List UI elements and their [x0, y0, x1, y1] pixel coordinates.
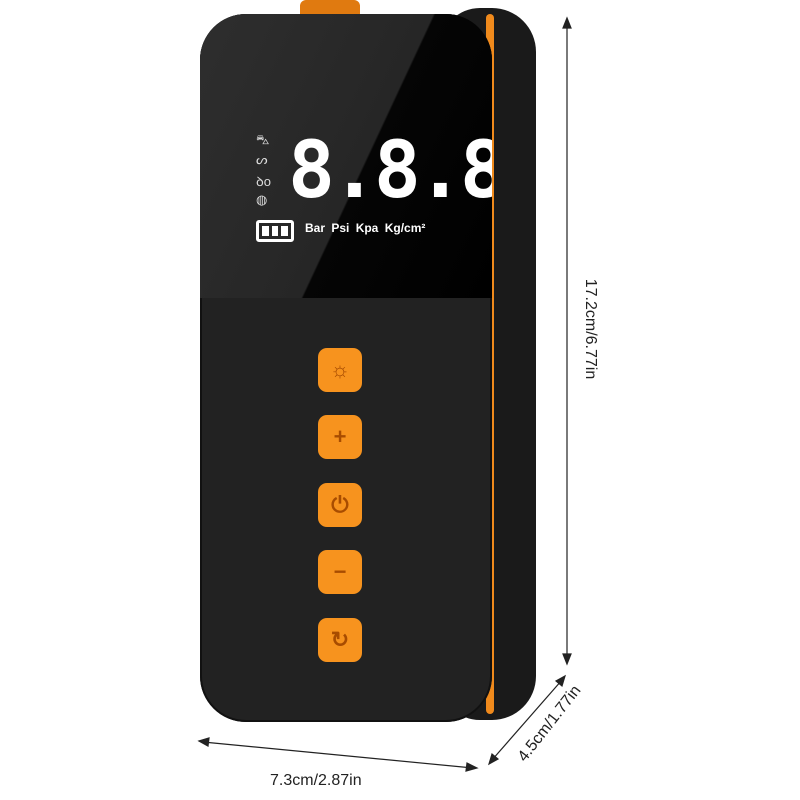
device-front: ⛍ ᔕ ꝺo ◍ 8.8.8 Bar Psi Kpa Kg/cm² ☼ + ⏻ …: [200, 14, 492, 722]
battery-icon: [256, 220, 294, 242]
lcd-screen: ⛍ ᔕ ꝺo ◍ 8.8.8 Bar Psi Kpa Kg/cm²: [200, 14, 492, 298]
plus-icon: +: [333, 424, 347, 449]
light-icon: ☼: [329, 357, 351, 382]
power-button[interactable]: ⏻: [318, 483, 362, 527]
cycle-icon: ↻: [330, 627, 350, 652]
minus-icon: −: [333, 559, 347, 584]
motorcycle-icon: ᔕ: [256, 152, 268, 167]
power-icon: ⏻: [331, 492, 349, 517]
unit-switch-button[interactable]: ↻: [318, 618, 362, 662]
depth-line: [491, 679, 563, 761]
unit-labels: Bar Psi Kpa Kg/cm²: [305, 221, 426, 235]
light-button[interactable]: ☼: [318, 348, 362, 392]
plus-button[interactable]: +: [318, 415, 362, 459]
height-label: 17.2cm/6.77in: [582, 278, 599, 380]
width-label: 7.3cm/2.87in: [270, 772, 362, 789]
top-port: [300, 0, 360, 14]
minus-button[interactable]: −: [318, 550, 362, 594]
car-icon: ⛍: [256, 132, 270, 147]
width-line: [202, 741, 474, 769]
pressure-readout: 8.8.8: [288, 126, 492, 216]
ball-icon: ◍: [256, 192, 268, 207]
bicycle-icon: ꝺo: [256, 174, 272, 189]
